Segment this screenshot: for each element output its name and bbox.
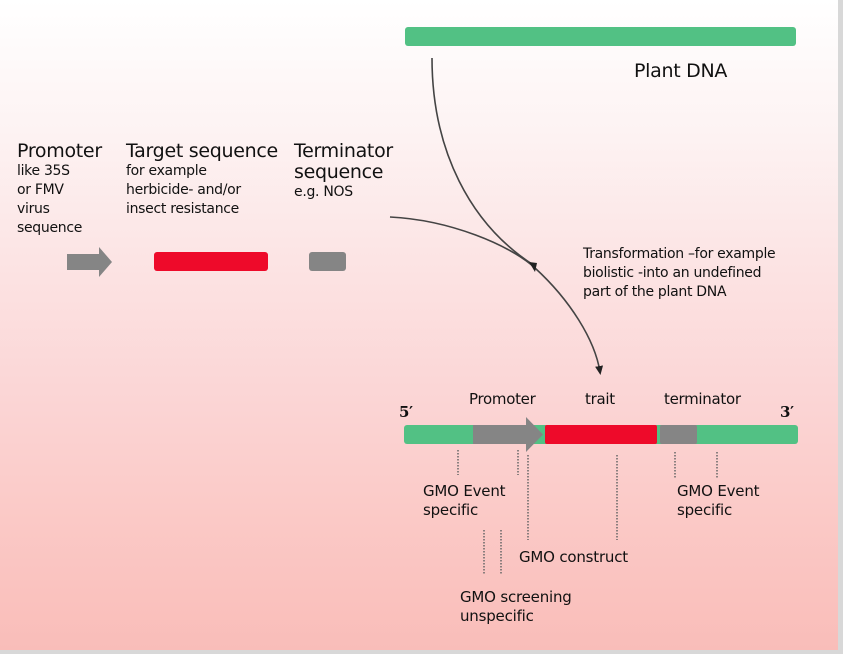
construct-promoter-arrow [473, 417, 543, 452]
plant-dna-label: Plant DNA [634, 60, 728, 82]
three-prime-label: 3′ [780, 403, 794, 421]
terminator-title-2: sequence [294, 161, 384, 183]
target-sequence-component: Target sequence for example herbicide- a… [126, 141, 278, 219]
five-prime-label: 5′ [399, 403, 413, 421]
annotation-line: specific [677, 501, 733, 519]
terminator-desc-line: e.g. NOS [294, 184, 353, 200]
plant-dna-bar [405, 27, 796, 46]
terminator-component: Terminator sequence e.g. NOS [294, 141, 393, 202]
promoter-title: Promoter [17, 140, 102, 162]
transformation-line: part of the plant DNA [583, 284, 727, 300]
annotation-line: GMO Event [423, 482, 506, 500]
construct-trait-bar [545, 425, 657, 444]
transformation-line: Transformation –for example [583, 246, 776, 262]
gmo-construct-label: GMO construct [519, 548, 628, 566]
construct-arrow [389, 216, 604, 375]
target-sequence-title: Target sequence [126, 140, 278, 162]
promoter-arrow-icon [67, 247, 112, 277]
gmo-event-specific-left: GMO Event specific [423, 482, 506, 520]
construct-plant-dna-left [404, 425, 484, 444]
target-sequence-bar [154, 252, 268, 271]
terminator-title: Terminator [294, 140, 393, 162]
promoter-desc-line: or FMV [17, 182, 64, 198]
annotation-line: specific [423, 501, 479, 519]
gmo-screening-unspecific: GMO screening unspecific [460, 588, 572, 626]
transformation-line: biolistic -into an undefined [583, 265, 762, 281]
annotation-line: GMO screening [460, 588, 572, 606]
promoter-desc-line: virus [17, 201, 50, 217]
annotation-line: unspecific [460, 607, 534, 625]
terminator-block [309, 252, 346, 271]
target-desc-line: herbicide- and/or [126, 182, 241, 198]
construct-promoter-label: Promoter [469, 390, 536, 408]
gmo-event-specific-right: GMO Event specific [677, 482, 760, 520]
transformation-note: Transformation –for example biolistic -i… [583, 245, 776, 302]
plant-dna-arrow [431, 57, 536, 267]
annotation-line: GMO Event [677, 482, 760, 500]
construct-terminator-block [660, 425, 697, 444]
promoter-desc-line: sequence [17, 220, 83, 236]
construct-trait-label: trait [585, 390, 615, 408]
promoter-component: Promoter like 35S or FMV virus sequence [17, 141, 102, 238]
construct-terminator-label: terminator [664, 390, 741, 408]
target-desc-line: for example [126, 163, 207, 179]
mid-arrowhead-icon [529, 262, 537, 272]
promoter-desc-line: like 35S [17, 163, 70, 179]
target-desc-line: insect resistance [126, 201, 239, 217]
